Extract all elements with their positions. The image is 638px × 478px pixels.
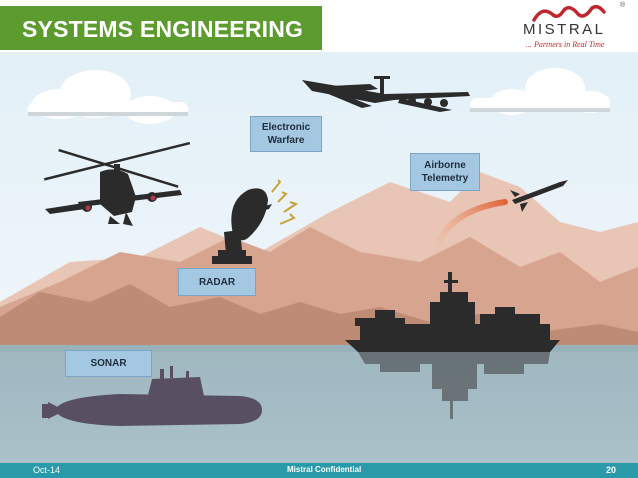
radar-dish-icon <box>212 188 272 264</box>
electronic-warfare-label: Electronic Warfare <box>250 116 322 152</box>
helicopter-light-right <box>150 195 156 201</box>
cloud-shadow-left <box>28 112 188 116</box>
header: SYSTEMS ENGINEERING MISTRAL ... Partners… <box>0 0 638 52</box>
signal-waves-icon <box>271 179 299 225</box>
footer-confidential: Mistral Confidential <box>287 465 362 474</box>
registered-mark: ® <box>620 2 626 9</box>
defense-scene-illustration <box>0 52 638 463</box>
airborne-telemetry-label: Airborne Telemetry <box>410 153 480 191</box>
missile-trail <box>429 199 508 265</box>
footer-bar: Oct-14 Mistral Confidential 20 <box>0 463 638 478</box>
sonar-label: SONAR <box>65 350 152 377</box>
helicopter-light-left <box>85 205 91 211</box>
cloud-shadow-right <box>470 108 610 112</box>
missile-icon <box>510 180 568 212</box>
title-bar <box>0 6 322 50</box>
radar-label: RADAR <box>178 268 256 296</box>
tagline: ... Partners in Real Time <box>526 40 605 49</box>
page-number: 20 <box>606 465 617 475</box>
slide-title: SYSTEMS ENGINEERING <box>22 16 304 42</box>
warship-reflection <box>358 352 550 419</box>
warship-icon <box>345 272 560 352</box>
logo-text: MISTRAL <box>523 21 606 38</box>
footer-date: Oct-14 <box>33 465 61 475</box>
mistral-logo-icon <box>532 4 606 22</box>
submarine-icon <box>42 366 262 426</box>
fighter-jet-icon <box>302 76 470 112</box>
